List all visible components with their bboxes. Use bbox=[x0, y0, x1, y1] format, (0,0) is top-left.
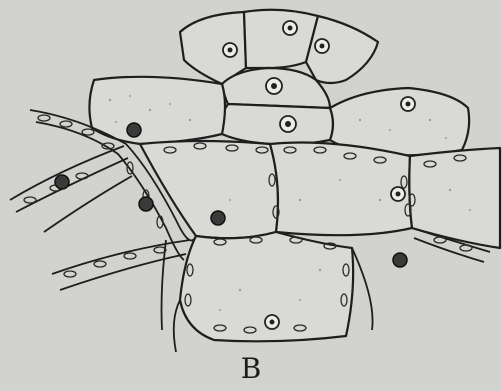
panel-label: B bbox=[0, 352, 502, 385]
